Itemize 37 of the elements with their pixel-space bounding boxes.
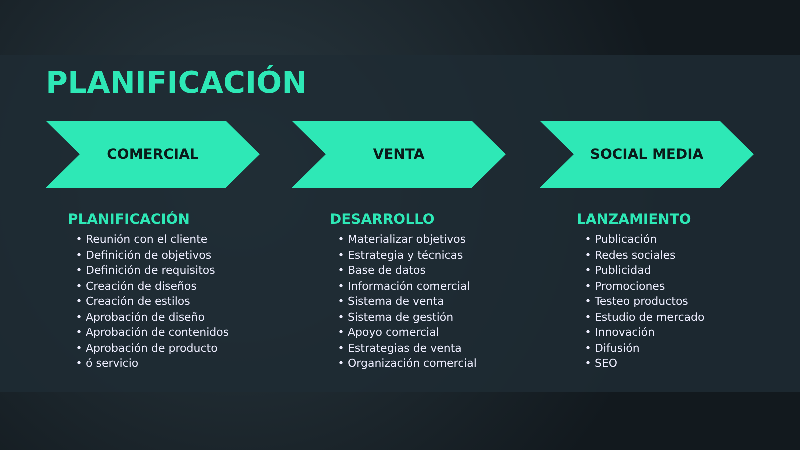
list-item: • Estrategias de venta xyxy=(338,340,462,356)
list-item: • Aprobación de contenidos xyxy=(76,325,230,340)
list-item: • Sistema de venta xyxy=(338,294,444,310)
list-item: • Materializar objetivos xyxy=(338,232,466,248)
list-item: • Organización comercial xyxy=(338,356,477,372)
list-item: • ó servicio xyxy=(76,356,139,372)
list-heading: LANZAMIENTO xyxy=(577,212,692,228)
chevron-label: COMERCIAL xyxy=(107,146,199,162)
list-item: • Creación de estilos xyxy=(76,294,190,310)
list-item: • SEO xyxy=(585,356,618,372)
list-item: • Información comercial xyxy=(338,278,470,294)
list-item: • Innovación xyxy=(585,325,655,340)
list-heading: DESARROLLO xyxy=(330,212,435,228)
list-item: • Testeo productos xyxy=(585,294,688,310)
list-item: • Creación de diseños xyxy=(76,278,197,294)
list-item: • Definición de requisitos xyxy=(76,263,216,278)
list-item: • Promociones xyxy=(585,278,666,294)
list-item: • Apoyo comercial xyxy=(338,325,440,340)
list-item: • Sistema de gestión xyxy=(338,310,454,325)
list-item: • Difusión xyxy=(585,340,640,356)
list-item: • Base de datos xyxy=(338,263,426,278)
chevron-label: SOCIAL MEDIA xyxy=(590,146,704,162)
list-heading: PLANIFICACIÓN xyxy=(68,212,190,228)
list-item: • Aprobación de diseño xyxy=(76,310,206,325)
list-item: • Publicación xyxy=(585,232,658,248)
list-item: • Estudio de mercado xyxy=(585,310,705,325)
title: PLANIFICACIÓN xyxy=(46,66,308,101)
list-item: • Aprobación de producto xyxy=(76,340,218,356)
process-step xyxy=(46,121,260,188)
chevron-label: VENTA xyxy=(373,146,425,162)
list-item: • Definición de objetivos xyxy=(76,248,212,263)
list-item: • Redes sociales xyxy=(585,248,676,263)
process-step xyxy=(292,121,506,188)
process-step xyxy=(540,121,754,188)
list-item: • Publicidad xyxy=(585,263,652,278)
list-item: • Reunión con el cliente xyxy=(76,232,208,248)
list-item: • Estrategia y técnicas xyxy=(338,248,464,263)
